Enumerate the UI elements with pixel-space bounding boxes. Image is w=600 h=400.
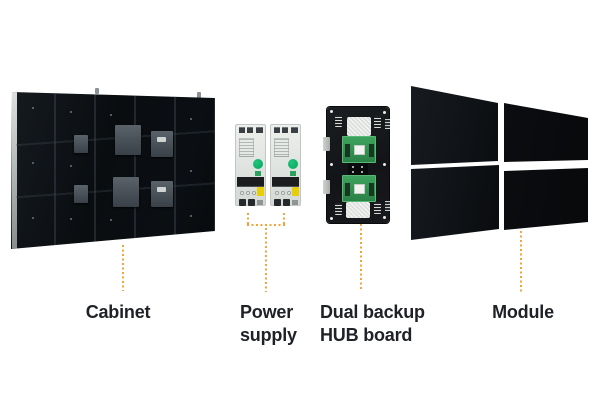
cabinet-label: Cabinet bbox=[85, 302, 151, 322]
psu-indicator-led bbox=[288, 159, 298, 169]
power-supply-unit-left bbox=[235, 124, 266, 206]
hub-connector-bottom bbox=[346, 202, 370, 218]
cabinet-component bbox=[151, 131, 173, 157]
psu-left-connector-stub bbox=[247, 213, 249, 224]
hub-daughterboard-2 bbox=[342, 175, 376, 202]
cabinet-component bbox=[151, 181, 173, 207]
hub-connector-line bbox=[360, 224, 362, 290]
hub-chip bbox=[354, 184, 365, 194]
psu-printed-label bbox=[274, 138, 289, 157]
power-supply-label: Power supply bbox=[240, 301, 297, 347]
hub-board-label-line1: Dual backup bbox=[320, 302, 425, 322]
cabinet-component bbox=[115, 125, 141, 155]
power-supply-unit-right bbox=[270, 124, 301, 206]
psu-printed-label bbox=[239, 138, 254, 157]
cabinet-top-pin bbox=[197, 92, 201, 98]
psu-terminal-cover bbox=[257, 187, 264, 196]
hub-board-label-line2: HUB board bbox=[320, 325, 413, 345]
hub-connector-top bbox=[347, 117, 371, 136]
hub-side-connector bbox=[323, 180, 330, 194]
cabinet-side-edge bbox=[12, 92, 17, 249]
cabinet-label-sticker bbox=[157, 187, 166, 192]
power-supply-label-line2: supply bbox=[240, 325, 297, 345]
hub-board-label: Dual backup HUB board bbox=[320, 301, 425, 347]
psu-right-connector-stub bbox=[283, 213, 285, 224]
psu-terminal-cover bbox=[292, 187, 299, 196]
module-connector-line bbox=[520, 231, 522, 293]
module-panel-bottom-left bbox=[411, 165, 499, 240]
cabinet-component bbox=[113, 177, 139, 207]
cabinet-label-sticker bbox=[157, 137, 166, 142]
psu-indicator-led bbox=[253, 159, 263, 169]
module-panel-bottom-right bbox=[504, 168, 588, 230]
psu-connector-line bbox=[265, 228, 267, 292]
psu-connector-bridge bbox=[247, 224, 285, 226]
module-image bbox=[411, 86, 588, 240]
hub-center-connector bbox=[348, 163, 368, 175]
cabinet-component bbox=[74, 185, 88, 203]
cabinet-connector-line bbox=[122, 245, 124, 291]
cabinet-top-pin bbox=[95, 88, 99, 94]
module-label: Module bbox=[492, 302, 554, 322]
hub-chip bbox=[354, 145, 365, 155]
cabinet-grid-frame bbox=[16, 94, 215, 247]
hub-board-image bbox=[323, 107, 390, 223]
hub-daughterboard-1 bbox=[342, 136, 376, 163]
cabinet-component bbox=[74, 135, 88, 153]
power-supply-label-line1: Power bbox=[240, 302, 294, 322]
cabinet-image bbox=[11, 92, 215, 249]
hub-side-connector bbox=[323, 137, 330, 151]
